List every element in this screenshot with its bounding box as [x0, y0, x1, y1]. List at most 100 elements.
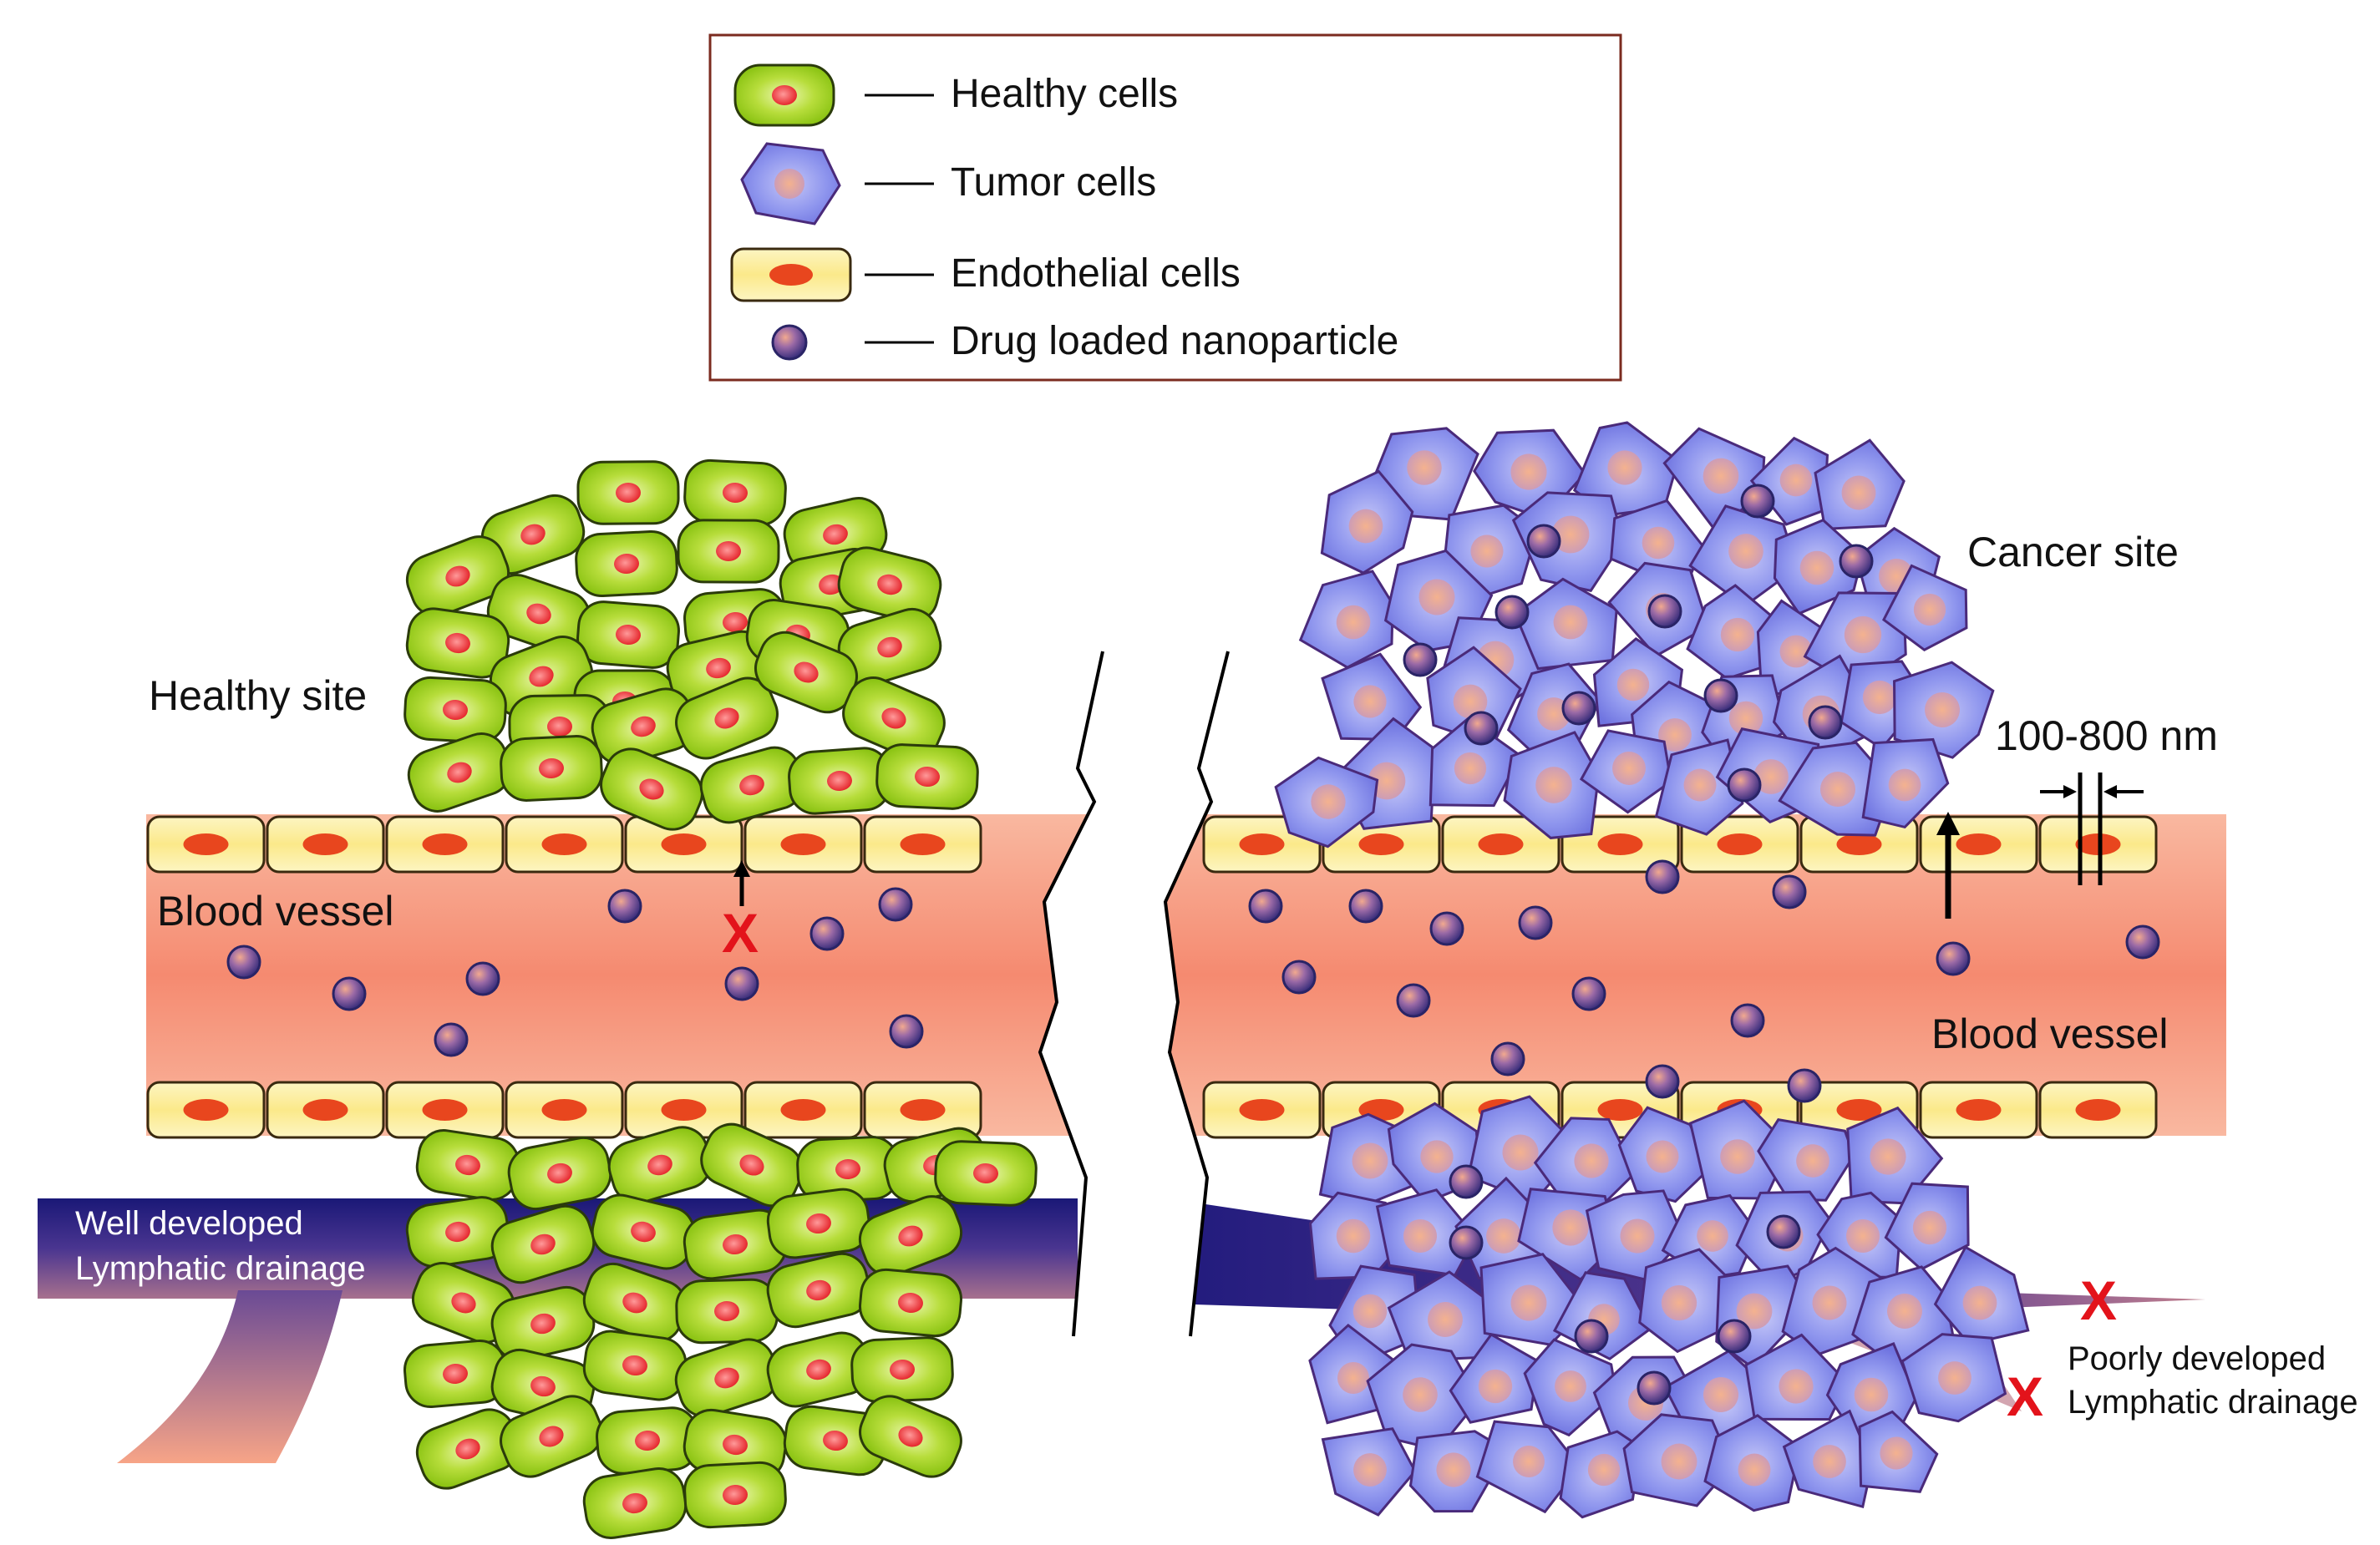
healthy-cell [683, 1461, 787, 1529]
poor-lymph-label-2: Lymphatic drainage [2068, 1384, 2358, 1421]
healthy-cell [490, 1204, 596, 1284]
nanoparticle [1645, 1064, 1680, 1099]
tumor-cell-icon [740, 142, 841, 225]
nanoparticle [1518, 905, 1553, 940]
endothelial-cell [1919, 1081, 2038, 1139]
healthy-cell [582, 1467, 688, 1539]
tumor-cell [1274, 756, 1379, 848]
nanoparticle [1730, 1003, 1765, 1038]
gap-size-label: 100-800 nm [1995, 712, 2218, 759]
healthy-cell [415, 1408, 520, 1490]
healthy-cell [766, 1331, 871, 1408]
healthy-cell [405, 535, 510, 617]
nanoparticle [1526, 524, 1561, 559]
tumor-cell [1858, 1410, 1939, 1493]
gap-indicator [2040, 772, 2144, 885]
blocked-arrow [733, 860, 750, 906]
tumor-cell [1686, 584, 1779, 681]
nanoparticle [1403, 642, 1438, 677]
nanoparticles [226, 484, 2160, 1406]
nanoparticle [809, 916, 845, 951]
nanoparticle [2125, 924, 2160, 960]
endothelial-cell [505, 1081, 624, 1139]
endothelial-cell-icon [730, 247, 852, 302]
healthy-cell [677, 519, 780, 584]
tumor-cell [1861, 737, 1950, 829]
nanoparticle [1571, 976, 1606, 1011]
healthy-cell [675, 676, 779, 760]
nanoparticle [1772, 874, 1807, 909]
blocked-x-lymph-2: X [2007, 1365, 2043, 1427]
healthy-cell [699, 746, 804, 824]
healthy-cell [500, 1395, 603, 1478]
tumor-cell [1846, 1106, 1944, 1205]
healthy-site-label: Healthy site [149, 672, 367, 719]
nanoparticle [1281, 960, 1317, 995]
vessel-break [1038, 651, 1230, 1337]
endothelial-cell [2038, 1081, 2158, 1139]
nanoparticle-icon [771, 324, 808, 361]
legend-label-endothelial: Endothelial cells [951, 251, 1241, 296]
tumor-cell [1579, 729, 1672, 814]
blocked-x-lymph-1: X [2080, 1269, 2117, 1331]
healthy-cell [766, 1252, 871, 1329]
healthy-cell [480, 494, 586, 575]
healthy-cell [858, 1268, 963, 1338]
tumor-cell [1523, 1338, 1618, 1437]
nanoparticle [1647, 594, 1682, 629]
nanoparticle [1808, 705, 1843, 740]
endothelial-cell [146, 1081, 266, 1139]
endothelial-cell [1919, 815, 2038, 874]
healthy-cell [403, 1339, 507, 1409]
endothelial-cell [743, 815, 863, 874]
blood-vessel-label-right: Blood vessel [1931, 1011, 2169, 1057]
nanoparticle [1248, 889, 1283, 924]
nanoparticle [434, 1022, 469, 1057]
nanoparticle [1740, 484, 1775, 519]
endothelial-cell [146, 815, 266, 874]
nanoparticle [724, 966, 759, 1001]
nanoparticle [1561, 691, 1596, 726]
healthy-cell [850, 1336, 954, 1403]
endothelial-cell [385, 815, 505, 874]
tumor-cell [1321, 652, 1423, 741]
poor-lymph-label-1: Poorly developed [2068, 1340, 2326, 1377]
healthy-cell [837, 546, 942, 623]
healthy-cell [875, 743, 979, 810]
tumor-cell [1882, 564, 1968, 651]
tumor-cell [1298, 570, 1394, 669]
tumor-cell [1533, 1117, 1637, 1208]
nanoparticle [1494, 595, 1530, 630]
nanoparticle [1464, 711, 1499, 746]
blood-vessel-label-left: Blood vessel [157, 888, 394, 935]
healthy-cell [607, 1126, 713, 1204]
healthy-cell [500, 735, 603, 802]
healthy-cell [754, 631, 858, 714]
healthy-cell [600, 747, 703, 831]
nanoparticle [465, 961, 500, 996]
tumor-cell [1408, 1430, 1509, 1513]
healthy-cell [674, 1338, 779, 1418]
nanoparticle [1717, 1319, 1752, 1354]
endothelial-cell [863, 815, 982, 874]
nanoparticle [1396, 983, 1431, 1018]
healthy-cell [934, 1140, 1038, 1207]
healthy-cell [766, 1188, 871, 1259]
tumor-cell [1622, 1413, 1733, 1507]
healthy-cell [415, 1129, 520, 1201]
healthy-cell [507, 1136, 612, 1211]
tumor-cell [1449, 1332, 1540, 1424]
tumor-cell [1654, 738, 1744, 836]
tumor-cell [1429, 717, 1522, 808]
nanoparticle [1703, 678, 1738, 713]
tumor-cell [1572, 421, 1680, 517]
endothelial-cell [1441, 815, 1560, 874]
legend-label-nanoparticle: Drug loaded nanoparticle [951, 319, 1398, 363]
nanoparticle [1449, 1164, 1484, 1199]
well-lymph-label-1: Well developed [75, 1205, 303, 1242]
healthy-cell [576, 460, 680, 525]
tumor-cell [1884, 1182, 1970, 1271]
nanoparticle [1766, 1214, 1801, 1249]
tumor-cell [1511, 491, 1625, 593]
